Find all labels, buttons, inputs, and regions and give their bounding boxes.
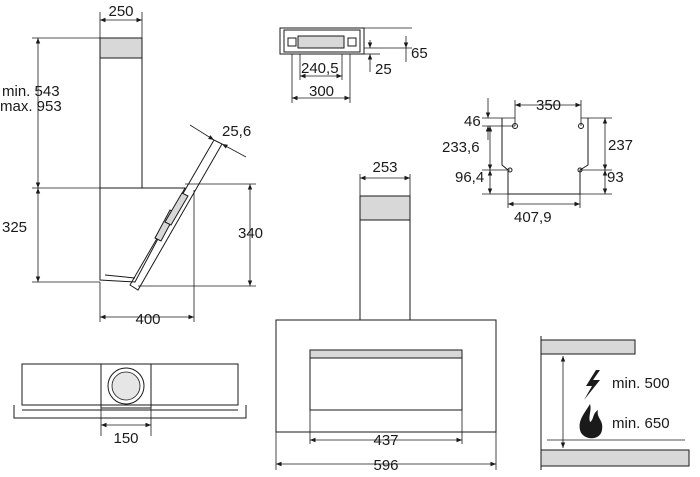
dim-outlet-height: 65 xyxy=(411,45,428,62)
dim-side-width-top: 250 xyxy=(108,3,133,20)
side-hood-body xyxy=(99,187,186,283)
dim-bracket-top: 350 xyxy=(536,97,561,114)
dim-side-glass: 25,6 xyxy=(222,123,251,140)
bottom-outlet-circle xyxy=(107,367,145,405)
dim-bracket-top-offset: 46 xyxy=(464,113,481,130)
clearance-gas: min. 650 xyxy=(612,415,670,432)
outlet-top-view: 240,5 300 65 25 xyxy=(279,27,428,103)
dim-outlet-inner: 240,5 xyxy=(301,60,339,77)
dim-front-total: 596 xyxy=(373,457,398,474)
dim-side-max: max. 953 xyxy=(0,98,62,115)
front-view: 253 437 596 xyxy=(275,159,497,474)
dim-side-depth: 400 xyxy=(135,311,160,328)
dim-side-hood-height: 340 xyxy=(238,225,263,242)
clearance-view: min. 500 min. 650 xyxy=(540,336,690,470)
clearance-electric: min. 500 xyxy=(612,375,670,392)
front-control-strip xyxy=(309,349,463,411)
dim-side-lower: 325 xyxy=(2,219,27,236)
dim-bracket-left-bottom: 96,4 xyxy=(455,169,484,186)
side-chimney xyxy=(99,37,143,189)
dim-front-chimney: 253 xyxy=(372,159,397,176)
dim-outlet-outer: 300 xyxy=(309,83,334,100)
side-chimney-top-band xyxy=(99,37,143,59)
dim-outlet-inner-offset: 25 xyxy=(375,61,392,78)
dim-bracket-right-bottom: 93 xyxy=(607,169,624,186)
lightning-icon xyxy=(584,370,600,400)
dim-bracket-left-height: 233,6 xyxy=(442,139,480,156)
dim-bracket-right-height: 237 xyxy=(608,137,633,154)
bracket-view: 350 46 233,6 96,4 237 93 407,9 xyxy=(442,97,633,226)
dim-side-min: min. 543 xyxy=(2,83,60,100)
front-panel xyxy=(275,319,497,433)
bottom-view: 150 xyxy=(13,363,247,447)
flame-icon xyxy=(579,404,603,439)
dim-front-panel: 437 xyxy=(373,432,398,449)
side-view: 250 min. 543 max. 953 325 25,6 340 400 xyxy=(0,3,263,328)
dim-bracket-bottom: 407,9 xyxy=(514,209,552,226)
dim-bottom-outlet: 150 xyxy=(113,430,138,447)
